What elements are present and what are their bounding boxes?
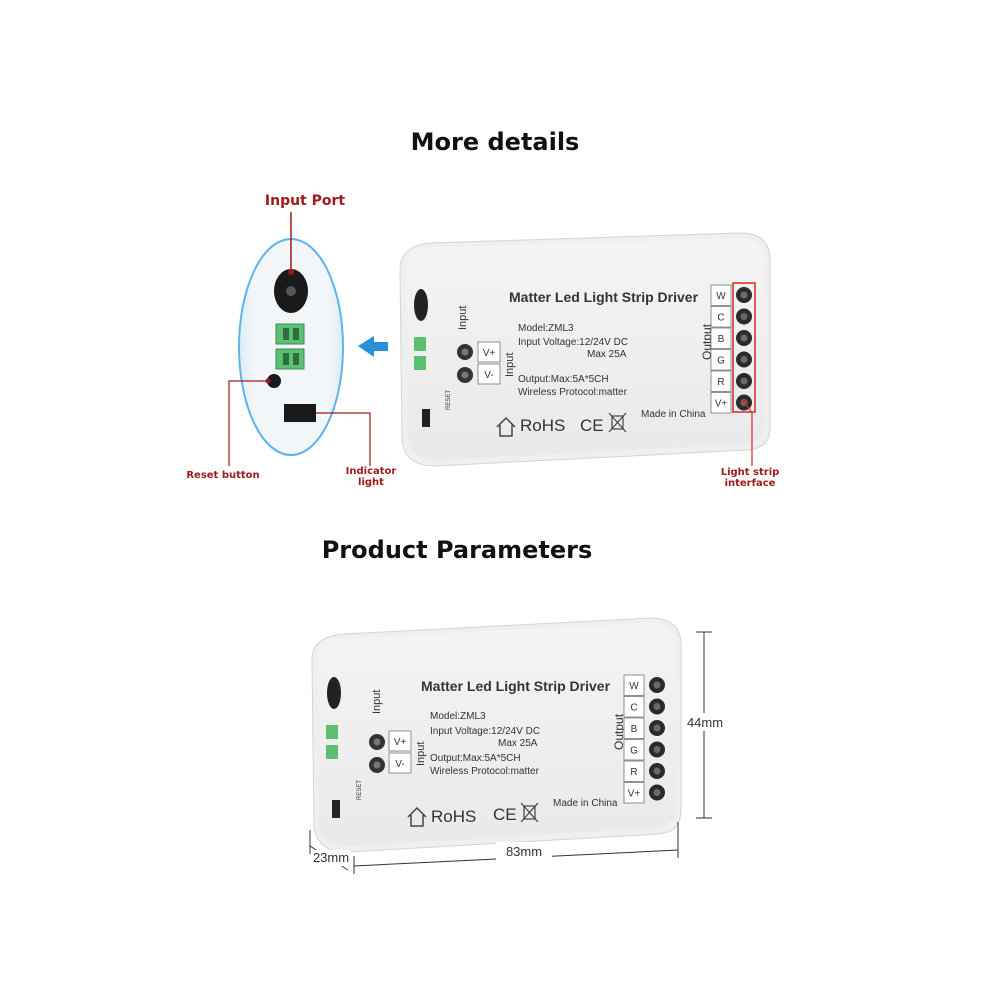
ce-mark: CE xyxy=(580,416,604,435)
reset-label: RESET xyxy=(357,780,363,800)
house-icon xyxy=(407,806,427,827)
output-terminal-label: V+ xyxy=(628,789,641,800)
output-terminal-cell xyxy=(623,760,645,782)
input-terminal-label: V+ xyxy=(394,737,407,748)
device-output-rating: Output:Max:5A*5CH xyxy=(430,753,521,764)
input-terminal-label: V- xyxy=(395,759,404,770)
output-terminal-cell xyxy=(710,392,732,414)
output-terminal-screw-head xyxy=(653,703,661,710)
output-terminal-cell xyxy=(623,782,645,804)
made-in-label: Made in China xyxy=(641,409,706,420)
indicator-light-window xyxy=(284,404,316,422)
arrow-icon xyxy=(358,336,388,357)
device-max-current: Max 25A xyxy=(498,738,538,749)
output-terminal-label: C xyxy=(717,313,724,324)
callout-input-port: Input Port xyxy=(264,193,346,209)
house-icon xyxy=(496,416,516,437)
output-terminal-label: R xyxy=(717,377,724,388)
output-terminal-cell xyxy=(623,739,645,761)
section-title-parameters: Product Parameters xyxy=(321,536,593,564)
input-side-label: Input xyxy=(457,306,469,330)
output-terminal-label: G xyxy=(717,356,725,367)
input-vertical-label: Input xyxy=(504,353,516,377)
input-side-label: Input xyxy=(371,690,383,714)
output-terminal-label: B xyxy=(718,334,725,345)
output-terminal-cell xyxy=(623,674,645,696)
output-terminal-cell xyxy=(710,349,732,371)
output-terminal-label: B xyxy=(631,724,638,735)
output-terminal-cell xyxy=(623,696,645,718)
output-terminal-screw-head xyxy=(653,767,661,775)
output-terminal-screw-head xyxy=(740,313,748,320)
output-terminal-cell xyxy=(710,327,732,349)
device-model: Model:ZML3 xyxy=(430,711,486,722)
section-title-details: More details xyxy=(410,128,580,156)
made-in-label: Made in China xyxy=(553,798,618,809)
output-terminal-label: C xyxy=(630,703,637,714)
output-terminal-screw-head xyxy=(740,334,748,342)
device-bottom: V+ V- Input Input Matter Led Light Strip… xyxy=(311,617,682,853)
device-title: Matter Led Light Strip Driver xyxy=(509,289,699,305)
device-protocol: Wireless Protocol:matter xyxy=(518,387,628,398)
output-terminal-cell xyxy=(710,370,732,392)
dimension-depth-label: 23mm xyxy=(313,850,349,865)
device-input-voltage: Input Voltage:12/24V DC xyxy=(518,337,628,348)
output-terminal-screw-head xyxy=(653,789,661,796)
output-terminal-label: W xyxy=(629,681,639,692)
output-terminal-screw-head xyxy=(653,681,661,689)
output-terminal-screw-head xyxy=(740,291,748,299)
device-output-rating: Output:Max:5A*5CH xyxy=(518,374,609,385)
output-terminal-label: W xyxy=(716,291,726,302)
green-terminal-2 xyxy=(275,348,305,370)
rohs-mark: RoHS xyxy=(520,416,565,435)
output-terminal-screw-head xyxy=(653,746,661,753)
device-input-voltage: Input Voltage:12/24V DC xyxy=(430,726,540,737)
reset-button-dot xyxy=(267,374,281,388)
green-terminal-1 xyxy=(275,323,305,345)
weee-bin-icon xyxy=(608,412,627,433)
output-terminal-cell xyxy=(710,306,732,328)
zoom-oval xyxy=(228,212,371,466)
callout-indicator-light: Indicator light xyxy=(345,466,397,488)
device-model: Model:ZML3 xyxy=(518,323,574,334)
rohs-mark: RoHS xyxy=(431,807,476,826)
output-vertical-label: Output xyxy=(700,323,714,360)
device-max-current: Max 25A xyxy=(587,349,627,360)
output-terminal-screw-head xyxy=(740,377,748,385)
device-protocol: Wireless Protocol:matter xyxy=(430,766,540,777)
device-top: V+ V- Input Input Matter Led Light Strip… xyxy=(399,232,771,467)
light-strip-highlight xyxy=(732,282,756,413)
input-vertical-label: Input xyxy=(415,742,427,766)
device-title: Matter Led Light Strip Driver xyxy=(421,678,611,694)
output-terminal-cell xyxy=(623,717,645,739)
callout-light-strip-interface: Light strip interface xyxy=(720,467,780,489)
dimension-length-label: 83mm xyxy=(506,844,542,859)
output-terminal-label: V+ xyxy=(715,399,728,410)
input-terminal-label: V- xyxy=(484,370,493,381)
reset-label: RESET xyxy=(446,390,452,410)
output-terminal-label: G xyxy=(630,746,638,757)
input-terminal-label: V+ xyxy=(483,348,496,359)
output-terminal-label: R xyxy=(630,767,637,778)
output-vertical-label: Output xyxy=(612,713,626,750)
weee-bin-icon xyxy=(520,802,539,823)
output-terminal-screw-head xyxy=(653,724,661,732)
output-terminal-screw-head xyxy=(740,356,748,363)
ce-mark: CE xyxy=(493,805,517,824)
callout-reset-button: Reset button xyxy=(186,470,260,481)
dimension-height-label: 44mm xyxy=(687,715,723,730)
output-terminal-cell xyxy=(710,284,732,306)
